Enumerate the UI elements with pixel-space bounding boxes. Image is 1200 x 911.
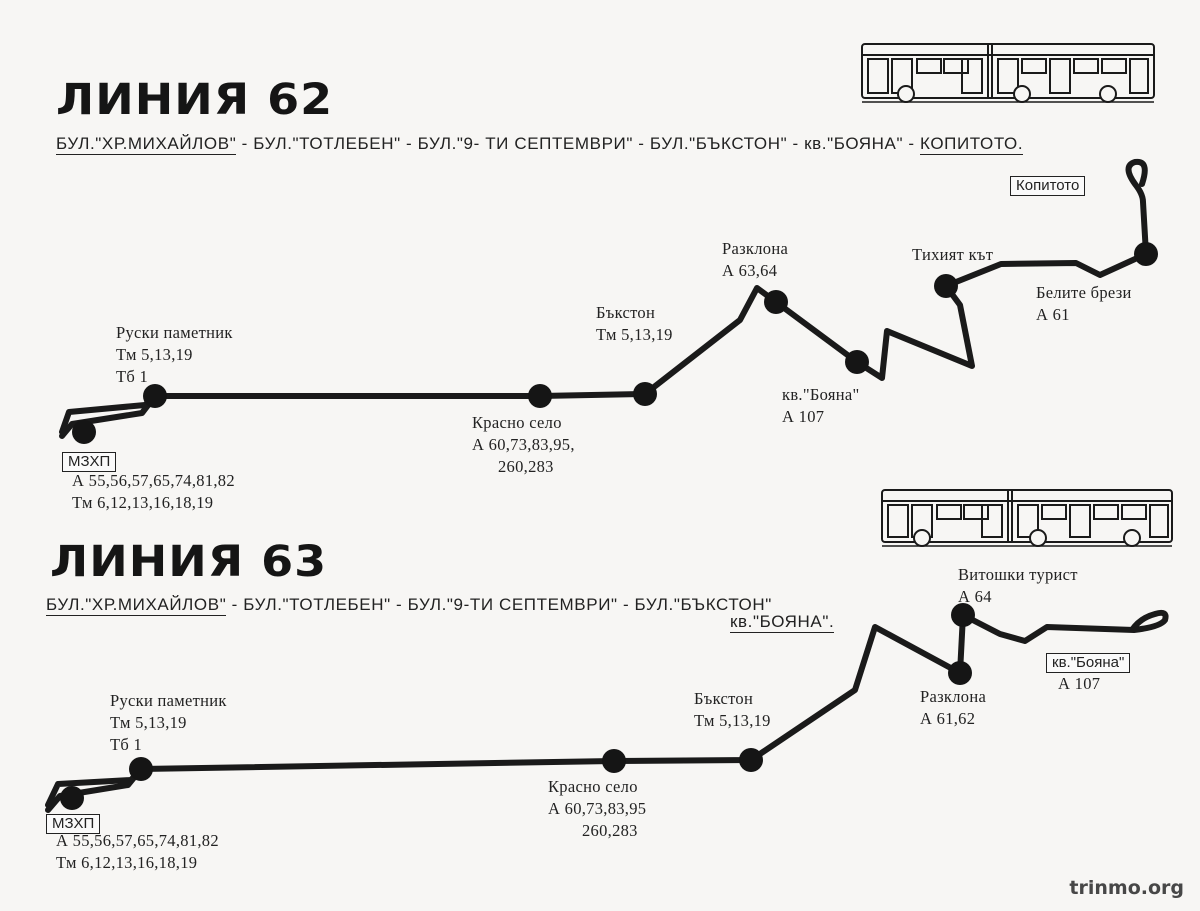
stop-routes: А 61 (1036, 305, 1070, 324)
line-63-title: ЛИНИЯ 63 (50, 536, 328, 586)
line-63-streets-2: кв."БОЯНА". (730, 612, 835, 633)
stop-marker-62-tihiyat (934, 274, 958, 298)
stop-routes: А 63,64 (722, 261, 778, 280)
stop-routes: А 64 (958, 587, 992, 606)
stop-routes: Тм 5,13,19 (694, 711, 771, 730)
stop-marker-63-bakston (739, 748, 763, 772)
line-63-streets: БУЛ."ХР.МИХАЙЛОВ" - БУЛ."ТОТЛЕБЕН" - БУЛ… (46, 595, 772, 616)
stop-name: Руски паметник (116, 323, 233, 342)
line-62-stop-razklona: Разклона А 63,64 (722, 238, 788, 282)
stop-routes-2: Тб 1 (110, 735, 143, 754)
stop-name: Красно село (548, 777, 638, 796)
line-62-title: ЛИНИЯ 62 (56, 74, 334, 124)
line-62-streets: БУЛ."ХР.МИХАЙЛОВ" - БУЛ."ТОТЛЕБЕН" - БУЛ… (56, 134, 1024, 155)
stop-marker-62-belite (1134, 242, 1158, 266)
stop-marker-62-bakston (633, 382, 657, 406)
stop-marker-63-ruski (129, 757, 153, 781)
stop-name: Витошки турист (958, 565, 1078, 584)
stop-marker-62-boyana (845, 350, 869, 374)
line-62-street-middle: - БУЛ."ТОТЛЕБЕН" - БУЛ."9- ТИ СЕПТЕМВРИ"… (241, 134, 915, 153)
stop-name: Белите брези (1036, 283, 1132, 302)
stop-marker-62-razklona (764, 290, 788, 314)
line-62-stop-mzhp: А 55,56,57,65,74,81,82 Тм 6,12,13,16,18,… (72, 470, 235, 514)
stop-marker-63-mzhp (60, 786, 84, 810)
route-62-path (152, 158, 1149, 399)
stop-routes: А 60,73,83,95, (472, 435, 575, 454)
stop-marker-63-krasno (602, 749, 626, 773)
line-63-terminal-end-routes: А 107 (1058, 674, 1101, 693)
stop-routes-2: 260,283 (498, 457, 554, 476)
stop-routes: Тм 5,13,19 (596, 325, 673, 344)
stop-routes: А 60,73,83,95 (548, 799, 647, 818)
line-63-stop-ruski: Руски паметник Тм 5,13,19 Тб 1 (110, 690, 227, 756)
line-62-street-end: КОПИТОТО. (920, 134, 1024, 155)
line-63-stop-mzhp: А 55,56,57,65,74,81,82 Тм 6,12,13,16,18,… (56, 830, 219, 874)
line-63-terminal-end: кв."Бояна" (1046, 653, 1131, 673)
line-62-street-start: БУЛ."ХР.МИХАЙЛОВ" (56, 134, 237, 155)
bus-icon-63 (881, 489, 1173, 547)
stop-routes: А 107 (782, 407, 825, 426)
bus-icon (861, 43, 1155, 103)
stop-routes: Тм 5,13,19 (116, 345, 193, 364)
stop-marker-63-razklona (948, 661, 972, 685)
line-62-terminal-end: Копитото (1010, 176, 1086, 196)
stop-name: Тихият кът (912, 245, 994, 264)
stop-routes-2: Тм 6,12,13,16,18,19 (56, 853, 198, 872)
line-62-terminal-start: МЗХП (62, 452, 117, 472)
stop-name: кв."Бояна" (782, 385, 860, 404)
line-62-stop-bakston: Бъкстон Тм 5,13,19 (596, 302, 673, 346)
stop-name: Бъкстон (596, 303, 656, 322)
stop-marker-63-vitoshki (951, 603, 975, 627)
stop-name: Красно село (472, 413, 562, 432)
line-63-stop-krasno: Красно село А 60,73,83,95 260,283 (548, 776, 646, 842)
stop-name: Руски паметник (110, 691, 227, 710)
stop-routes: А 55,56,57,65,74,81,82 (56, 831, 219, 850)
line-63-terminal-start: МЗХП (46, 814, 101, 834)
line-63-stop-vitoshki: Витошки турист А 64 (958, 564, 1078, 608)
stop-routes-2: 260,283 (582, 821, 638, 840)
line-63-street-end: кв."БОЯНА". (730, 612, 835, 633)
watermark: trinmo.org (1069, 877, 1184, 899)
line-62-stop-boyana: кв."Бояна" А 107 (782, 384, 860, 428)
line-63-street-middle: - БУЛ."ТОТЛЕБЕН" - БУЛ."9-ТИ СЕПТЕМВРИ" … (231, 595, 772, 614)
stop-routes-2: Тб 1 (116, 367, 149, 386)
stop-name: Бъкстон (694, 689, 754, 708)
stop-marker-62-krasno (528, 384, 552, 408)
line-62-stop-tihiyat: Тихият кът (912, 244, 993, 266)
stop-name: Разклона (920, 687, 987, 706)
stop-routes: Тм 5,13,19 (110, 713, 187, 732)
line-63-stop-bakston: Бъкстон Тм 5,13,19 (694, 688, 771, 732)
line-63-stop-razklona: Разклона А 61,62 (920, 686, 986, 730)
line-62-stop-belite: Белите брези А 61 (1036, 282, 1132, 326)
stop-marker-62-mzhp (72, 420, 96, 444)
route-63-path (138, 609, 1169, 772)
stop-routes: А 61,62 (920, 709, 976, 728)
line-62-stop-ruski: Руски паметник Тм 5,13,19 Тб 1 (116, 322, 233, 388)
stop-routes: А 55,56,57,65,74,81,82 (72, 471, 235, 490)
line-62-stop-krasno: Красно село А 60,73,83,95, 260,283 (472, 412, 575, 478)
line-63-street-start: БУЛ."ХР.МИХАЙЛОВ" (46, 595, 227, 616)
stop-marker-62-ruski (143, 384, 167, 408)
stop-routes-2: Тм 6,12,13,16,18,19 (72, 493, 214, 512)
stop-name: Разклона (722, 239, 789, 258)
